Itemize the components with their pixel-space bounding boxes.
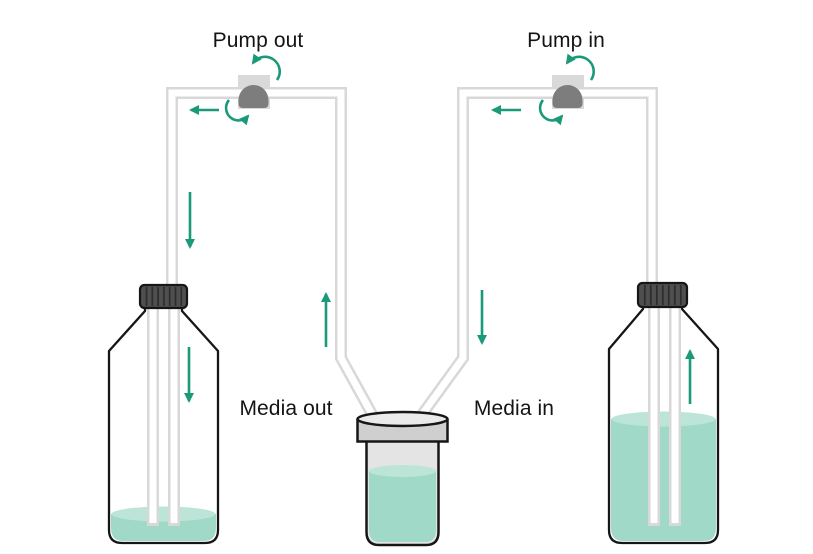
media-bottle: [607, 281, 720, 545]
vessel-liquid: [369, 471, 436, 542]
pump-out-rotation-arrow-bottom: [224, 99, 250, 126]
pump-in-label: Pump in: [527, 29, 605, 52]
flow-arrows: [184, 53, 695, 404]
pump-out-label: Pump out: [212, 29, 304, 52]
media-liquid-surface: [611, 411, 716, 427]
waste-bottle: [107, 283, 220, 545]
culture-vessel: [356, 410, 449, 547]
dip-tubes: [147, 298, 180, 526]
media-liquid: [611, 419, 716, 541]
pump-in-rotor-icon: [552, 85, 583, 108]
waste-bottle-cap: [138, 283, 189, 310]
dip-tubes: [648, 296, 681, 526]
waste-bottle-body: [107, 307, 220, 545]
media-in-label: Media in: [473, 397, 555, 420]
pump-out-rotor-icon: [238, 85, 269, 108]
media-bottle-cap: [636, 281, 689, 309]
pump-in-rotation-arrow-top: [565, 53, 595, 81]
pump-out-rotation-arrow-top: [251, 53, 281, 81]
waste-liquid: [111, 514, 216, 541]
media-out-label: Media out: [239, 397, 333, 420]
pump-in-rotation-arrow-bottom: [538, 99, 564, 126]
tube-media-in: [416, 87, 658, 420]
waste-liquid-surface: [111, 506, 216, 522]
vessel-cap-mouth: [356, 410, 449, 428]
tube-media-out: [166, 87, 379, 419]
vessel-liquid-surface: [369, 465, 436, 477]
